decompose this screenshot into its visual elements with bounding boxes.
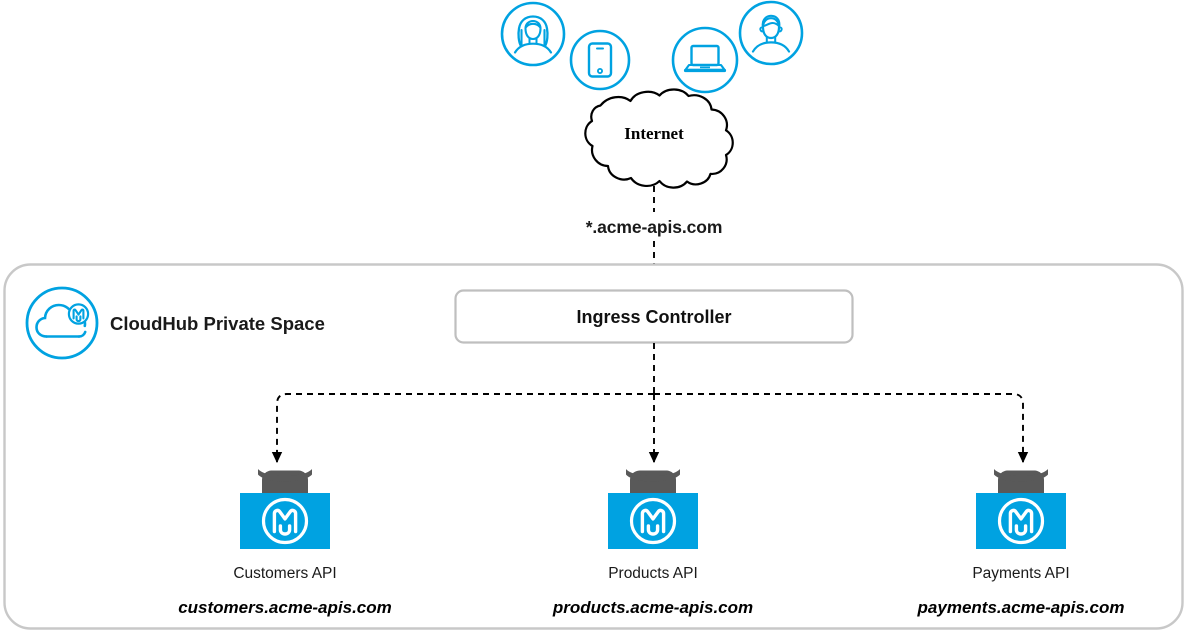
ingress-controller-box[interactable] [454, 289, 854, 344]
wildcard-domain-backdrop [566, 212, 742, 240]
mobile-phone-icon [569, 29, 631, 91]
app-node-products[interactable]: Products API products.acme-apis.com [552, 469, 753, 617]
mule-application-icon [240, 469, 330, 549]
app-host-label: products.acme-apis.com [552, 598, 753, 617]
route-to-customers [271, 393, 654, 464]
mule-application-icon [976, 469, 1066, 549]
app-host-label: payments.acme-apis.com [917, 598, 1125, 617]
wildcard-domain-label: *.acme-apis.com [586, 217, 723, 237]
app-host-label: customers.acme-apis.com [178, 598, 392, 617]
cloudhub-cloud-mule-icon [25, 286, 99, 360]
app-name-label: Products API [608, 565, 698, 582]
mule-application-icon [608, 469, 698, 549]
private-space-label: CloudHub Private Space [110, 313, 325, 334]
internet-cloud: Internet [584, 88, 734, 189]
app-name-label: Payments API [972, 565, 1069, 582]
user-female-icon [500, 1, 566, 67]
internet-label: Internet [624, 124, 684, 143]
app-name-label: Customers API [233, 565, 336, 582]
laptop-icon [671, 26, 739, 94]
ingress-controller-label: Ingress Controller [576, 307, 731, 327]
user-male-icon [738, 0, 804, 66]
ingress-controller-node[interactable]: Ingress Controller [454, 289, 854, 344]
route-to-payments [654, 393, 1029, 464]
app-node-customers[interactable]: Customers API customers.acme-apis.com [178, 469, 392, 617]
app-node-payments[interactable]: Payments API payments.acme-apis.com [917, 469, 1125, 617]
